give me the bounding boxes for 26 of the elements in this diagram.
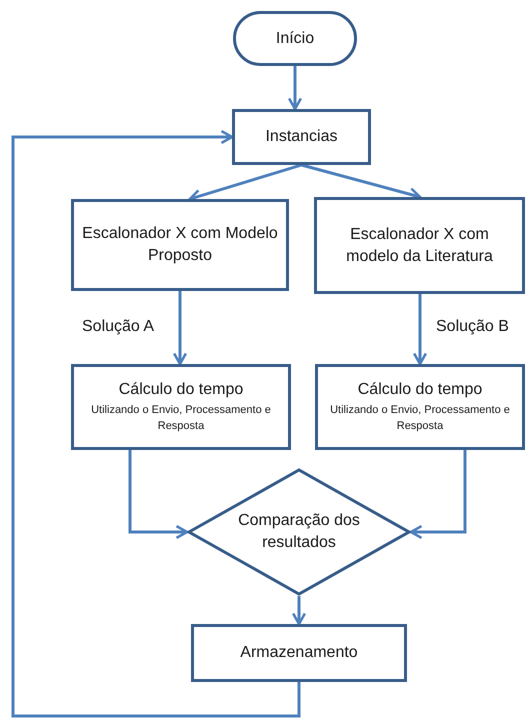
process-box xyxy=(314,197,525,294)
node-label: Escalonador X com modelo da Literatura xyxy=(345,224,494,266)
edge-label: Solução B xyxy=(434,318,511,336)
node-label: Armazenamento xyxy=(240,643,358,664)
node-label: Cálculo do tempo xyxy=(118,380,244,400)
arrow xyxy=(288,66,302,110)
node-label: Comparação dos resultados xyxy=(237,511,361,553)
node-label: Instancias xyxy=(265,127,338,148)
arrow xyxy=(410,450,466,540)
process-box xyxy=(71,364,291,450)
edge-label: Solução A xyxy=(80,318,156,336)
process-box xyxy=(71,199,289,291)
process-box xyxy=(191,624,407,682)
node-description: Utilizando o Envio, Processamento e Resposta xyxy=(90,402,272,434)
node-label: Início xyxy=(276,28,314,49)
node-label: Cálculo do tempo xyxy=(358,380,482,400)
arrow xyxy=(12,130,300,718)
node-label: Escalonador X com Modelo Proposto xyxy=(81,224,279,266)
arrow xyxy=(172,291,188,366)
arrow xyxy=(292,596,306,626)
process-box xyxy=(232,109,371,165)
decision-diamond xyxy=(187,468,411,596)
node-description: Utilizando o Envio, Processamento e Resposta xyxy=(329,402,511,434)
process-box xyxy=(315,364,525,450)
arrow xyxy=(412,294,428,366)
arrow xyxy=(128,450,188,540)
